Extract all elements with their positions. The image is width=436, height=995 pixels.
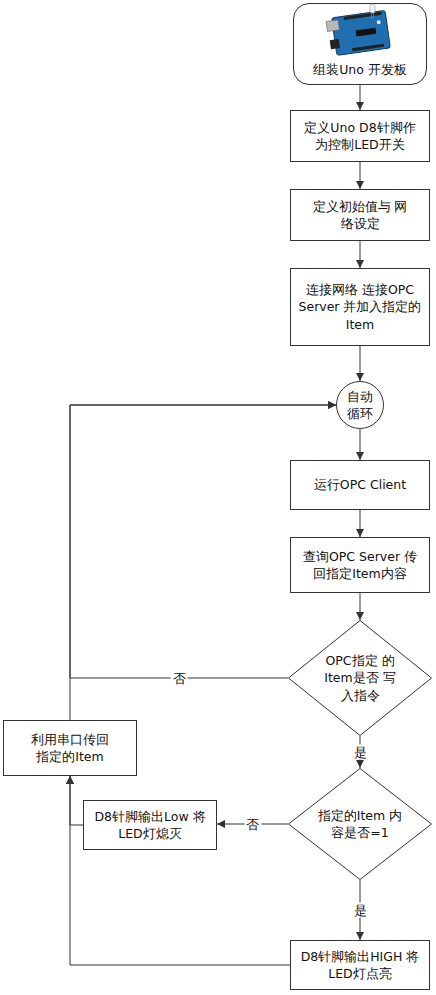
flow-arrow [70,776,83,825]
edge-label: 是 [352,903,369,918]
process-box: 查询OPC Server 传回指定Item内容 [290,537,430,593]
process-box: D8针脚输出HIGH 将LED灯点亮 [290,940,430,990]
node-text: OPC指定 的Item是否 写入指令 [320,652,400,705]
node-body: 指定的Item 内容是否=1 [288,768,432,880]
node-body: D8针脚输出Low 将LED灯熄灭 [84,801,216,849]
edge-label: 否 [171,671,188,686]
node-body: 利用串口传回 指定的Item [4,721,136,775]
node-text: 运行OPC Client [314,476,406,494]
process-box: 定义初始值与 网络设定 [290,189,430,241]
node-body: 查询OPC Server 传回指定Item内容 [291,538,429,592]
flow-arrow [360,429,361,460]
node-text: 指定的Item 内容是否=1 [317,807,403,842]
node-body: 自动 循环 [337,382,383,428]
node-body: 定义Uno D8针脚作 为控制LED开关 [291,111,429,161]
node-body: D8针脚输出HIGH 将LED灯点亮 [291,941,429,989]
loop-connector: 自动 循环 [336,381,384,429]
node-text: 组装Uno 开发板 [313,61,407,79]
node-text: D8针脚输出Low 将LED灯熄灭 [90,808,210,843]
decision-diamond: OPC指定 的Item是否 写入指令 [288,620,432,736]
node-body: 组装Uno 开发板 [294,4,426,84]
flow-arrow [360,85,361,110]
node-body: 运行OPC Client [291,461,429,509]
node-text: 定义初始值与 网络设定 [310,198,410,233]
flow-arrow [360,241,361,268]
node-text: D8针脚输出HIGH 将LED灯点亮 [298,948,422,983]
flow-arrow [360,593,361,620]
flow-arrow [70,776,290,965]
node-text: 查询OPC Server 传回指定Item内容 [298,548,422,583]
process-box: D8针脚输出Low 将LED灯熄灭 [83,800,217,850]
edge-label: 否 [244,817,261,832]
diamond-outline [288,768,432,880]
node-body: 连接网络 连接OPC Server 并加入指定的Item [291,269,429,345]
node-text: 自动 循环 [345,388,375,423]
decision-diamond: 指定的Item 内容是否=1 [288,768,432,880]
node-text: 利用串口传回 指定的Item [25,731,115,766]
diamond-shape [289,621,432,736]
process-box: 利用串口传回 指定的Item [3,720,137,776]
node-body: 定义初始值与 网络设定 [291,190,429,240]
node-text: 定义Uno D8针脚作 为控制LED开关 [300,119,420,154]
diamond-shape [289,769,432,880]
process-box: 运行OPC Client [290,460,430,510]
process-box: 连接网络 连接OPC Server 并加入指定的Item [290,268,430,346]
flow-arrow [360,162,361,189]
flow-arrow [360,346,361,381]
node-text: 连接网络 连接OPC Server 并加入指定的Item [298,281,422,334]
edge-label: 是 [352,745,369,760]
flow-arrow [360,510,361,537]
start-terminal: 组装Uno 开发板 [293,3,427,85]
process-box: 定义Uno D8针脚作 为控制LED开关 [290,110,430,162]
node-body: OPC指定 的Item是否 写入指令 [288,620,432,736]
